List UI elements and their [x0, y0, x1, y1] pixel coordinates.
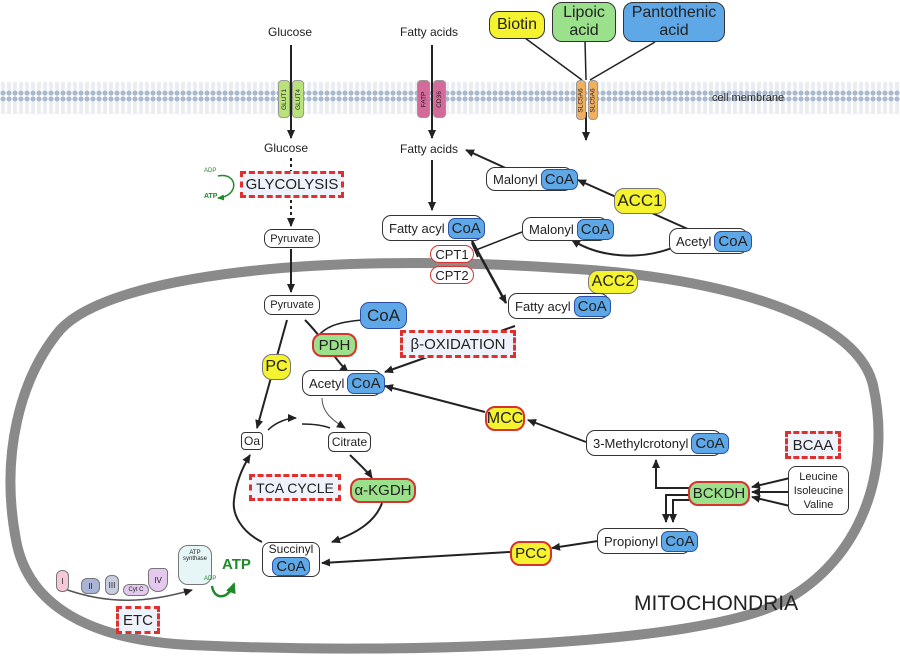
atp-synthase: ATP synthase — [178, 545, 212, 585]
coa-badge: CoA — [661, 530, 699, 552]
coa-badge: CoA — [691, 432, 729, 454]
slc5a6-transporter-a: SLC5A6 — [576, 80, 586, 120]
isoleucine-label: Isoleucine — [793, 484, 844, 497]
cell-membrane-label: cell membrane — [712, 92, 785, 104]
cytochrome-c: Cyt C — [123, 584, 149, 596]
beta-oxidation-box: β-OXIDATION — [400, 330, 516, 358]
malonyl-label: Malonyl — [493, 171, 538, 187]
pyruvate-cytosol-box: Pyruvate — [264, 229, 320, 248]
pc-enzyme: PC — [262, 354, 291, 380]
coa-badge: CoA — [347, 372, 385, 394]
cpt2-transporter: CPT2 — [430, 266, 474, 284]
fatp-transporter: FATP — [417, 80, 430, 118]
pdh-enzyme: PDH — [312, 333, 357, 357]
coa-free-badge: CoA — [360, 302, 408, 329]
glucose-extracellular-label: Glucose — [268, 25, 313, 39]
coa-badge: CoA — [714, 230, 752, 252]
slc5a6-transporter-b: SLC5A6 — [588, 80, 598, 120]
acc1-enzyme: ACC1 — [614, 188, 666, 214]
cpt1-transporter: CPT1 — [430, 245, 474, 263]
fatty-acyl-label: Fatty acyl — [515, 298, 571, 314]
akgdh-enzyme: α-KGDH — [350, 478, 416, 503]
cd36-transporter: CD36 — [433, 80, 446, 118]
bcaa-list-box: Leucine Isoleucine Valine — [788, 466, 849, 515]
coa-badge: CoA — [540, 168, 578, 190]
glycolysis-box: GLYCOLYSIS — [240, 171, 344, 198]
leucine-label: Leucine — [799, 470, 838, 483]
pyruvate-mito-box: Pyruvate — [264, 295, 320, 315]
acetyl-label: Acetyl — [309, 375, 345, 391]
tca-cycle-box: TCA CYCLE — [249, 474, 341, 501]
coa-badge: CoA — [573, 295, 611, 317]
coa-badge: CoA — [447, 217, 485, 239]
glycolysis-adp-label: ADP — [204, 168, 217, 174]
acetyl-label: Acetyl — [676, 233, 712, 249]
pantothenic-acid-box: Pantothenic acid — [623, 2, 725, 42]
coa-badge: CoA — [576, 218, 614, 240]
succinyl-coa-box: Succinyl CoA — [262, 542, 320, 577]
complex-i: I — [56, 570, 69, 592]
bckdh-enzyme: BCKDH — [688, 481, 750, 506]
mcc-enzyme: MCC — [485, 406, 525, 431]
fatty-acyl-label: Fatty acyl — [389, 220, 445, 236]
mitochondria-label: MITOCHONDRIA — [634, 592, 799, 615]
cell-membrane-bilayer — [0, 82, 900, 114]
glut1-transporter: GLUT1 — [278, 80, 290, 118]
complex-ii: II — [81, 578, 100, 594]
valine-label: Valine — [803, 498, 834, 511]
glut4-transporter: GLUT4 — [292, 80, 304, 118]
glycolysis-atp-label: ATP — [204, 193, 218, 200]
citrate-box: Citrate — [328, 432, 371, 452]
fatty-acids-intracellular-label: Fatty acids — [400, 142, 459, 156]
malonyl-label: Malonyl — [529, 221, 574, 237]
bcaa-box: BCAA — [785, 431, 841, 459]
propionyl-label: Propionyl — [604, 533, 659, 549]
coa-badge: CoA — [272, 557, 310, 576]
lipoic-acid-box: Lipoic acid — [552, 2, 616, 42]
etc-box: ETC — [116, 606, 160, 634]
oxaloacetate-box: Oa — [241, 432, 263, 450]
acc2-enzyme: ACC2 — [588, 270, 638, 294]
complex-iv: IV — [148, 568, 168, 592]
succinyl-label: Succinyl — [268, 542, 314, 556]
fatty-acids-extracellular-label: Fatty acids — [400, 25, 459, 39]
glucose-intracellular-label: Glucose — [264, 141, 309, 155]
biotin-box: Biotin — [489, 11, 545, 39]
mitochondria-membrane — [5, 258, 884, 654]
complex-iii: III — [105, 575, 119, 595]
pcc-enzyme: PCC — [510, 541, 552, 566]
etc-atp-label: ATP — [222, 556, 251, 573]
etc-adp-label: ADP — [204, 576, 217, 582]
methylcrotonyl-label: 3-Methylcrotonyl — [593, 435, 689, 451]
